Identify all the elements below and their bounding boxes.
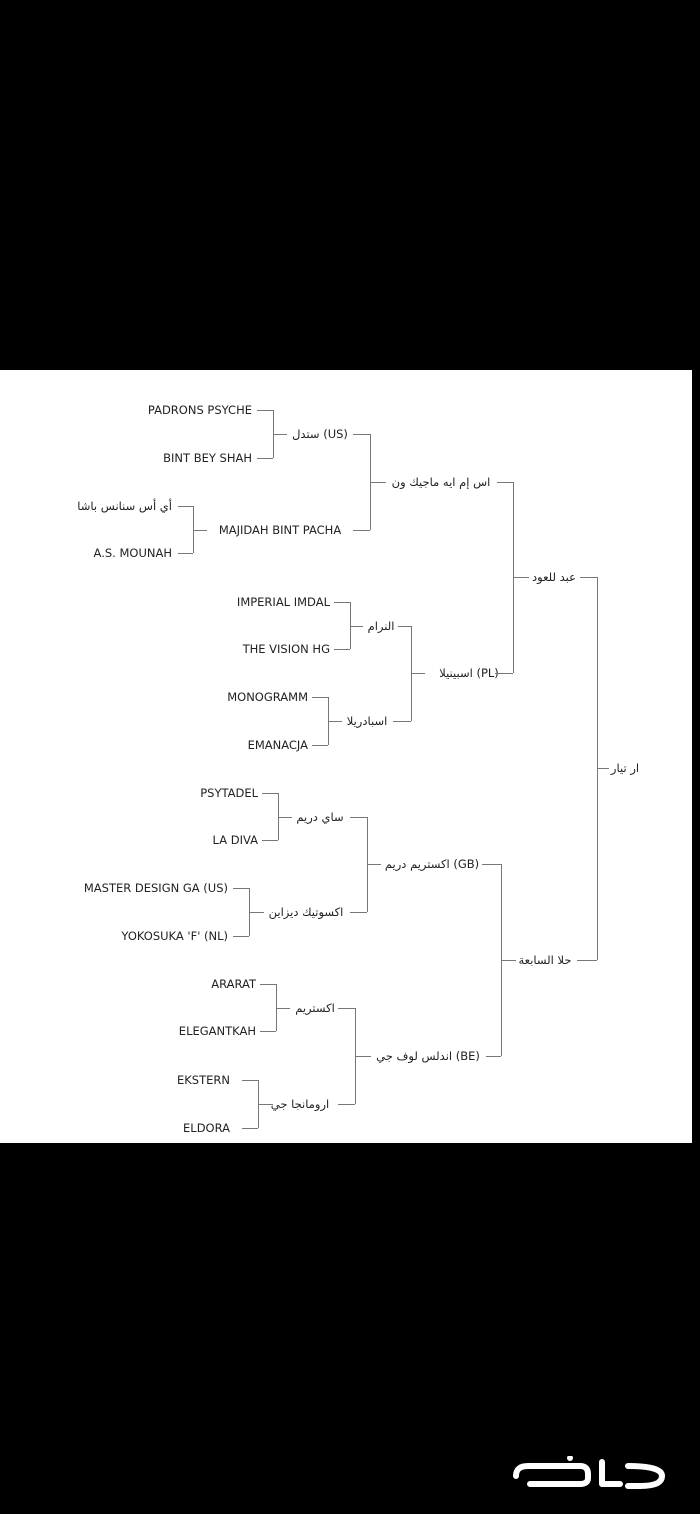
g4-name: MASTER DESIGN GA (US) (83, 881, 228, 895)
horse-name: ار تيار (610, 761, 640, 775)
g3-name: اسبادريلا (346, 714, 388, 728)
g4-name: YOKOSUKA 'F' (NL) (121, 929, 228, 943)
g4-name: IMPERIAL IMDAL (236, 595, 330, 609)
g3-name: اكسوتيك ديزاين (268, 905, 344, 919)
g3-name: ارومانجا جي (270, 1097, 330, 1111)
g4-name: LA DIVA (212, 833, 258, 847)
g4-name: ELEGANTKAH (178, 1024, 256, 1038)
sire-dam-name: اسبينيلا (PL) (439, 666, 499, 680)
g4-name: PSYTADEL (200, 786, 258, 800)
g4-name: EKSTERN (177, 1073, 230, 1087)
g4-name: أي أس سنانس باشا (77, 499, 172, 513)
g3-name: MAJIDAH BINT PACHA (218, 523, 342, 537)
g4-name: BINT BEY SHAH (163, 451, 252, 465)
dam-dam-name: اندلس لوف جي (BE) (376, 1049, 480, 1063)
sire-name: عبد للعود (532, 570, 576, 584)
g4-name: ELDORA (183, 1121, 230, 1135)
g4-name: PADRONS PSYCHE (147, 403, 252, 417)
g4-name: A.S. MOUNAH (93, 546, 172, 560)
g4-name: MONOGRAMM (227, 690, 308, 704)
g4-name: ARARAT (211, 977, 256, 991)
haraj-logo (510, 1455, 670, 1492)
sire-sire-name: اس إم ايه ماجيك ون (391, 475, 491, 489)
g4-name: THE VISION HG (242, 642, 330, 656)
dam-name: حلا السابعة (518, 953, 572, 967)
dam-sire-name: اكستريم دريم (GB) (384, 857, 480, 871)
g4-name: EMANACJA (247, 738, 308, 752)
g3-name: ستدل (US) (292, 427, 348, 441)
g3-name: اكستريم (295, 1001, 335, 1015)
g3-name: ساي دريم (296, 810, 344, 824)
g3-name: النرام (367, 619, 395, 633)
pedigree-chart: PADRONS PSYCHE BINT BEY SHAH أي أس سنانس… (0, 370, 692, 1143)
